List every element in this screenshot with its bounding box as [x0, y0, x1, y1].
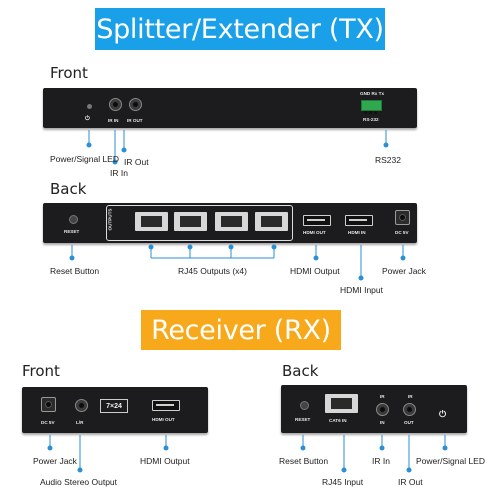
- rj45-port: [215, 212, 248, 231]
- callout-ir-out: IR Out: [124, 157, 149, 167]
- callout-power-jack: Power Jack: [382, 266, 426, 276]
- ir-label-out: IR: [408, 394, 413, 399]
- hdmi-out-port: [303, 215, 331, 226]
- display-window: 7×24: [100, 399, 128, 413]
- rx-front-heading: Front: [22, 362, 60, 380]
- lr-panel-label: L/R: [76, 420, 84, 425]
- rs232-pins-label: GND Rx Tx: [360, 91, 384, 96]
- hdmi-out-port: [152, 400, 180, 411]
- rj45-port: [174, 212, 207, 231]
- callout-rs232: RS232: [375, 155, 401, 165]
- rx-reset-panel-label: RESET: [295, 417, 311, 422]
- callout-power-led: Power/Signal LED: [50, 154, 119, 164]
- callout-hdmi-output: HDMI Output: [290, 266, 340, 276]
- ir-in-jack: [376, 403, 389, 416]
- dc-jack-icon: [41, 397, 56, 412]
- rs232-terminal: [361, 100, 382, 114]
- callout-ir-in: IR In: [110, 168, 128, 178]
- power-icon: ⏻: [439, 409, 447, 419]
- tx-front-panel: ⏻ IR IN IR OUT GND Rx Tx RS-232: [43, 88, 417, 128]
- callout-rx-power-jack: Power Jack: [33, 456, 77, 466]
- ir-in-jack: [109, 98, 122, 111]
- power-led-icon: [87, 104, 92, 109]
- reset-button-icon: [300, 401, 309, 410]
- rj45-port: [135, 212, 168, 231]
- hdmi-out-panel-label: HDMI OUT: [303, 230, 326, 235]
- ir-out-jack: [129, 98, 142, 111]
- callout-rx-hdmi-output: HDMI Output: [140, 456, 190, 466]
- reset-panel-label: RESET: [64, 229, 80, 234]
- rx-back-heading: Back: [282, 362, 319, 380]
- tx-back-heading: Back: [50, 180, 87, 198]
- out-panel-label: OUT: [404, 420, 414, 425]
- ir-in-panel-label: IR IN: [108, 118, 119, 123]
- callout-rj45-outputs: RJ45 Outputs (x4): [178, 266, 247, 276]
- rj45-port: [325, 394, 358, 413]
- tx-front-heading: Front: [50, 64, 88, 82]
- ir-label-in: IR: [380, 394, 385, 399]
- callout-rx-power-led: Power/Signal LED: [416, 456, 485, 466]
- rx-title-banner: Receiver (RX): [141, 310, 341, 350]
- audio-jack: [75, 399, 88, 412]
- reset-button-icon: [69, 215, 78, 224]
- in-panel-label: IN: [380, 420, 385, 425]
- cat6-panel-label: CAT6 IN: [329, 418, 347, 423]
- rx-front-panel: DC 5V L/R 7×24 HDMI OUT: [22, 387, 208, 433]
- callout-hdmi-input: HDMI Input: [340, 285, 383, 295]
- rx-back-panel: RESET CAT6 IN IR IN IR OUT ⏻: [281, 385, 467, 433]
- power-icon: ⏻: [85, 116, 90, 122]
- rs232-panel-label: RS-232: [363, 117, 379, 122]
- rx-dc-panel-label: DC 5V: [41, 420, 55, 425]
- hdmi-in-panel-label: HDMI IN: [348, 230, 366, 235]
- ir-out-jack: [403, 403, 416, 416]
- callout-rx-reset: Reset Button: [279, 456, 329, 466]
- dc-jack-icon: [395, 210, 410, 225]
- callout-rx-ir-out: IR Out: [398, 477, 423, 487]
- callout-rj45-input: RJ45 Input: [322, 477, 364, 487]
- rj45-port: [255, 212, 288, 231]
- hdmi-in-port: [345, 215, 373, 226]
- callout-rx-ir-in: IR In: [372, 456, 390, 466]
- dc-panel-label: DC 5V: [395, 230, 409, 235]
- tx-title-banner: Splitter/Extender (TX): [95, 8, 385, 50]
- rx-hdmi-out-panel-label: HDMI OUT: [152, 417, 175, 422]
- callout-reset: Reset Button: [50, 266, 100, 276]
- ir-out-panel-label: IR OUT: [127, 118, 143, 123]
- callout-audio-output: Audio Stereo Output: [40, 477, 118, 487]
- rj45-enclosure: [106, 205, 293, 241]
- tx-back-panel: RESET OUTPUTS HDMI OUT HDMI IN DC 5V: [43, 203, 417, 243]
